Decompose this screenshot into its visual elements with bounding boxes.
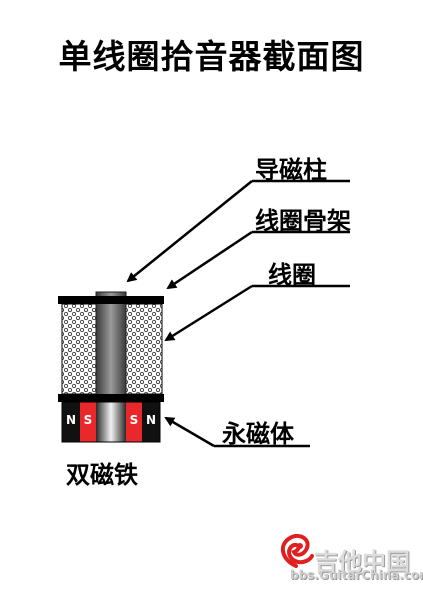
pole-label-right-outer: N <box>145 413 157 427</box>
label-bobbin: 线圈骨架 <box>255 207 351 235</box>
pointer-magnet <box>164 416 310 448</box>
watermark-url: bbs.GuitarChina.com <box>290 568 423 582</box>
pole-label-left-outer: N <box>65 413 77 427</box>
label-permanent-magnet: 永磁体 <box>222 420 294 448</box>
coil-right <box>125 303 163 395</box>
label-dual-magnet: 双磁铁 <box>66 461 138 489</box>
watermark-name: 吉他中国 <box>314 548 410 576</box>
coil-left <box>61 303 97 395</box>
pole-label-left-inner: S <box>83 413 93 427</box>
pointer-pole-piece <box>126 179 350 283</box>
pole-label-right-inner: S <box>129 413 139 427</box>
label-coil: 线圈 <box>268 261 316 289</box>
pointer-coil <box>164 284 350 342</box>
watermark-logo-icon <box>280 533 314 568</box>
bobbin-bottom-plate <box>58 394 164 402</box>
diagram-title: 单线圈拾音器截面图 <box>58 37 365 76</box>
pointer-bobbin <box>166 230 350 290</box>
bobbin-top-plate <box>58 296 164 304</box>
label-pole-piece: 导磁柱 <box>255 156 327 184</box>
magnet-block <box>61 401 161 443</box>
pole-piece <box>95 291 127 399</box>
